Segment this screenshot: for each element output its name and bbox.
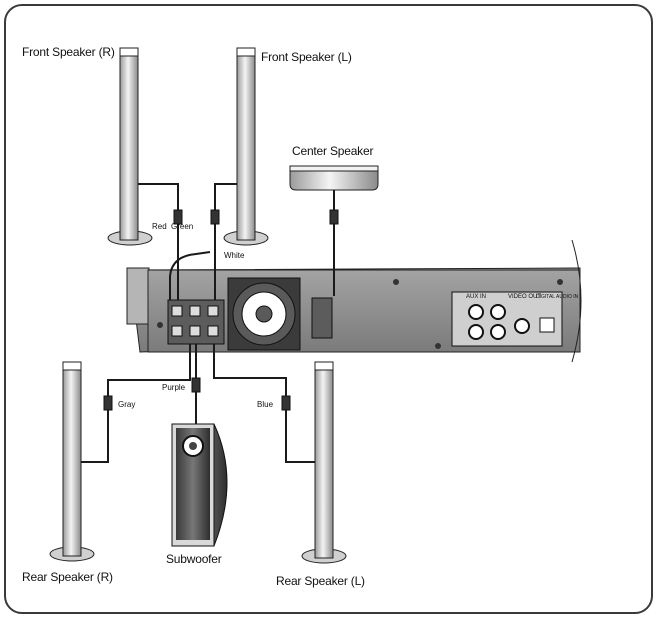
label-wire-purple: Purple xyxy=(162,383,186,392)
label-front-speaker-left: Front Speaker (L) xyxy=(261,50,352,64)
rear-speaker-right xyxy=(49,361,95,562)
wire-plugs xyxy=(103,209,339,411)
center-speaker xyxy=(289,165,379,191)
speaker-wires xyxy=(81,183,335,463)
label-video-out: VIDEO OUT xyxy=(508,294,542,300)
label-subwoofer: Subwoofer xyxy=(166,552,222,566)
label-center-speaker: Center Speaker xyxy=(292,144,374,158)
label-rear-speaker-left: Rear Speaker (L) xyxy=(276,574,365,588)
subwoofer xyxy=(171,423,228,547)
front-speaker-left xyxy=(223,47,269,246)
label-wire-gray: Gray xyxy=(118,400,136,409)
label-digital-audio-in: DIGITAL AUDIO IN xyxy=(536,294,579,300)
rear-speaker-left xyxy=(301,361,347,564)
main-unit xyxy=(126,239,582,363)
label-rear-speaker-right: Rear Speaker (R) xyxy=(22,570,113,584)
label-wire-red: Red xyxy=(152,222,167,231)
front-speaker-right xyxy=(107,47,153,246)
label-wire-white: White xyxy=(224,251,245,260)
label-aux-in: AUX IN xyxy=(466,294,487,300)
label-wire-blue: Blue xyxy=(257,400,274,409)
label-front-speaker-right: Front Speaker (R) xyxy=(22,45,115,59)
label-wire-green: Green xyxy=(171,222,194,231)
